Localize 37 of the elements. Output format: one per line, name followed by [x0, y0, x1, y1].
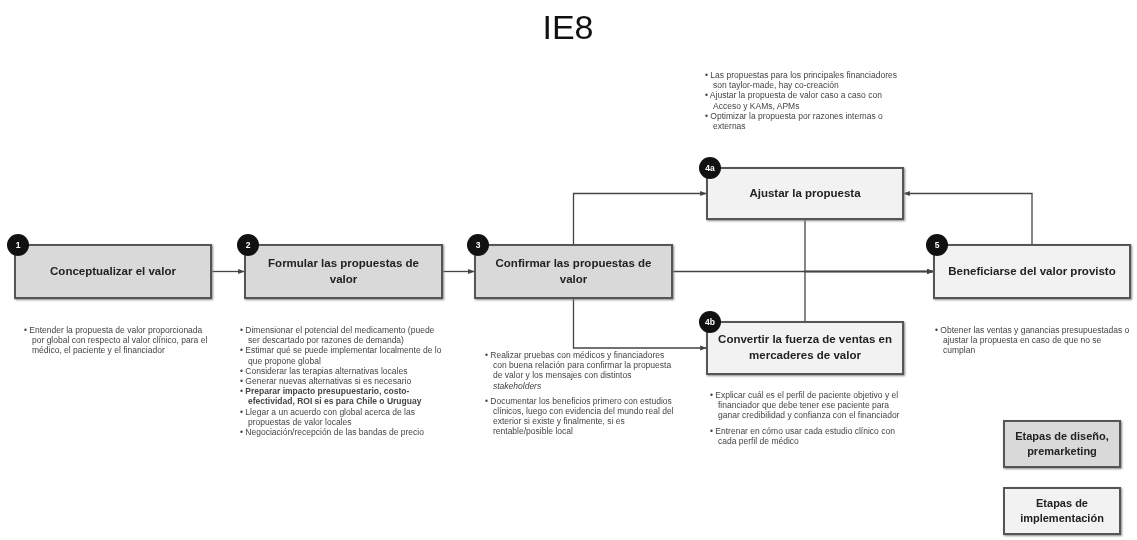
step-number-badge: 2 [237, 234, 259, 256]
step-number-badge: 5 [926, 234, 948, 256]
bullet-note: • Generar nuevas alternativas si es necesario [240, 376, 413, 387]
step-title: Formular las propuestas de valor [267, 256, 420, 287]
bullet-note: • Dimensionar el potencial del medicamento (puede ser descartado por razones de demanda) [240, 325, 436, 346]
arrow [211, 268, 245, 275]
step-number-badge: 3 [467, 234, 489, 256]
step-number-badge: 1 [7, 234, 29, 256]
bullet-note: • Ajustar la propuesta de valor caso a caso con Acceso y KAMs, APMs [705, 90, 883, 111]
step-number-badge: 4a [699, 157, 721, 179]
legend-swatch: Etapas de diseño, premarketing [1003, 420, 1121, 468]
arrow [572, 298, 707, 351]
arrow [903, 190, 1033, 245]
bullet-note: • Entrenar en cómo usar cada estudio clínico con cada perfil de médico [710, 425, 896, 446]
step-number-badge: 4b [699, 311, 721, 333]
bullet-note: • Explicar cuál es el perfil de paciente objetivo y el financiador que debe tener ese paciente para ganar credibilidad y confianza con el financiador [710, 390, 901, 421]
bullet-note: • Documentar los beneficios primero con estudios clínicos, luego con evidencia del mundo real del exterior si existe y finalmente, si es rentable/posible local [485, 395, 675, 437]
bullet-note: • Preparar impacto presupuestario, costo-efectividad, ROI si es para Chile o Uruguay [240, 386, 423, 407]
step-title: Convertir la fuerza de ventas en mercaderes de valor [717, 332, 893, 363]
arrow [442, 268, 475, 275]
bullet-note: • Llegar a un acuerdo con global acerca de las propuestas de valor locales [240, 406, 416, 428]
step-title: Beneficiarse del valor provisto [947, 263, 1117, 279]
bullet-note: • Considerar las terapias alternativas locales [240, 365, 409, 376]
legend-swatch: Etapas de implementación [1003, 487, 1121, 535]
bullet-note: • Estimar qué se puede implementar localmente de lo que propone global [240, 345, 443, 366]
bullet-note: • Optimizar la propuesta por razones internas o externas [705, 110, 884, 132]
bullet-note: • Obtener las ventas y ganancias presupuestadas o ajustar la propuesta en caso de que no se cumplan [935, 325, 1130, 356]
arrow [572, 190, 707, 245]
bullet-note: • Negociación/recepción de las bandas de precio [240, 427, 425, 438]
step-title: Confirmar las propuestas de valor [494, 256, 653, 287]
bullet-note: • Entender la propuesta de valor proporcionada por global con respecto al valor clínico, para el médico, el paciente y el financiador [24, 325, 209, 356]
bullet-note: • Realizar pruebas con médicos y financiadores con buena relación para confirmar la propuesta de valor y los mensajes con distintos stakeholders [485, 350, 673, 391]
bullet-note: • Las propuestas para los principales financiadores son taylor-made, hay co-creación [705, 70, 898, 91]
diagram-title: IE8 [541, 8, 595, 47]
step-title: Conceptualizar el valor [49, 263, 177, 279]
arrow [804, 268, 934, 322]
step-title: Ajustar la propuesta [748, 185, 862, 201]
